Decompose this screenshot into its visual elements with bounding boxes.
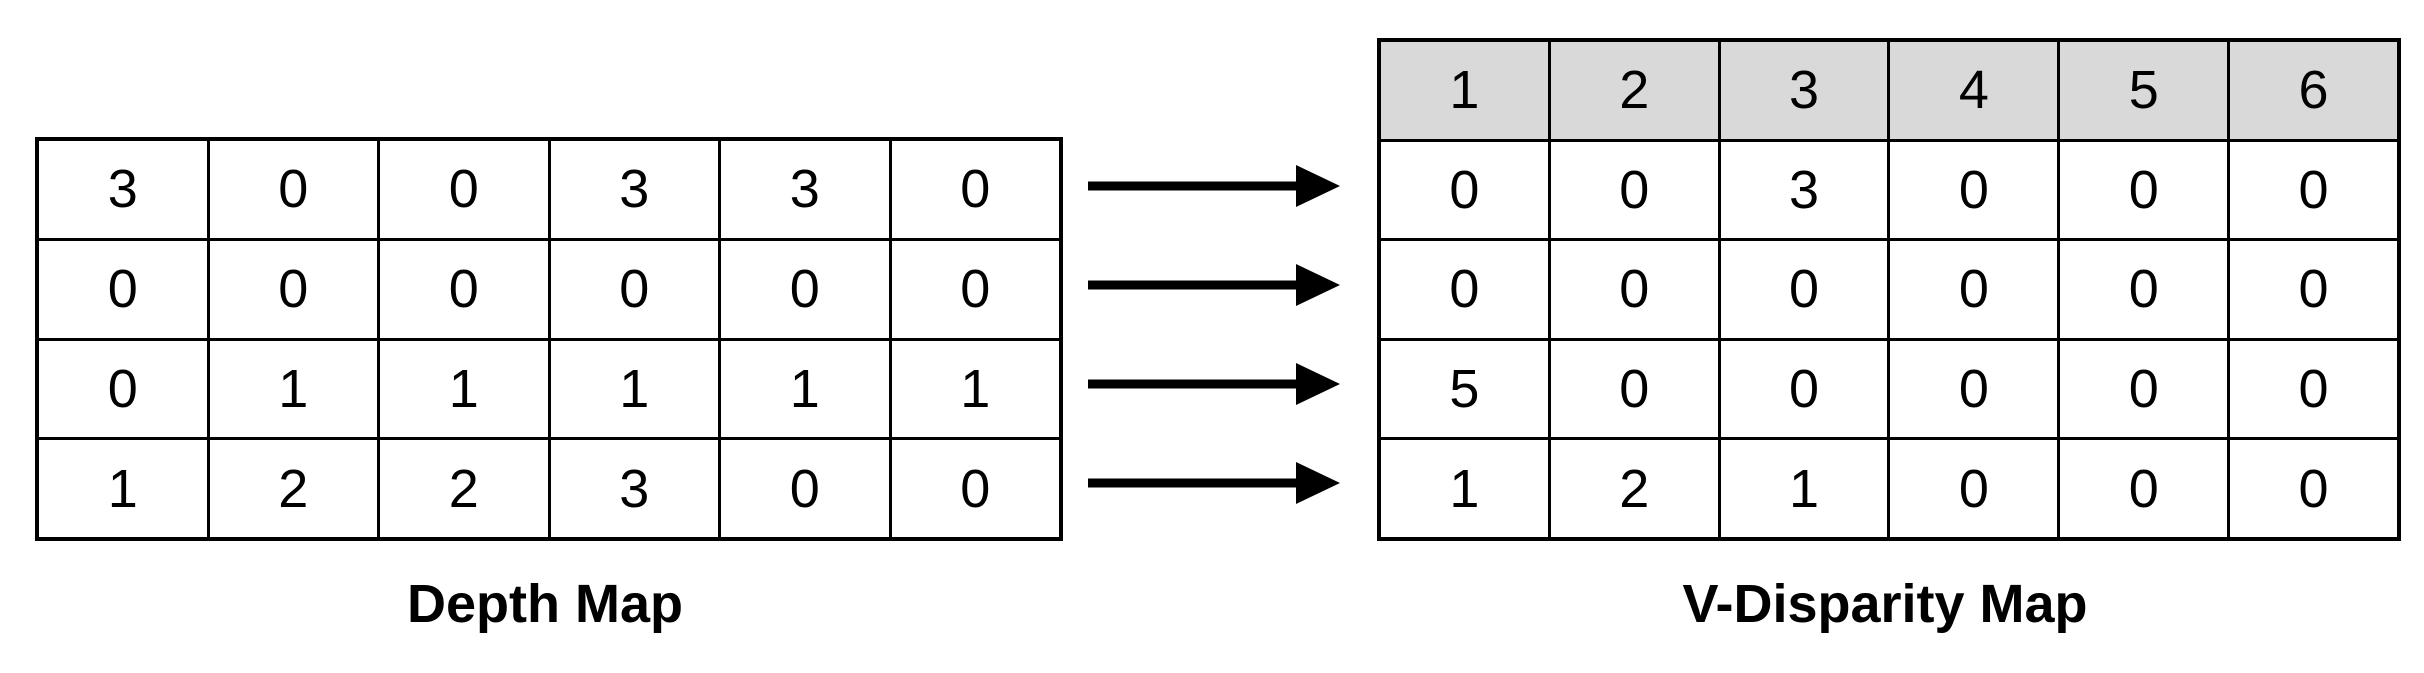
arrow-right-icon	[1088, 363, 1340, 405]
v-disparity-cell: 1	[1381, 440, 1548, 537]
v-disparity-cell: 0	[1550, 340, 1718, 438]
depth-map-cell: 3	[550, 141, 718, 238]
arrow-shaft	[1088, 280, 1300, 290]
arrow-head	[1296, 264, 1340, 306]
depth-map-cell: 0	[209, 240, 377, 338]
arrow-shaft	[1088, 379, 1300, 389]
v-disparity-map-caption: V-Disparity Map	[1682, 574, 2088, 634]
depth-map-cell: 0	[891, 440, 1059, 537]
v-disparity-header-cell: 3	[1720, 42, 1888, 139]
v-disparity-map-table: 1 2 3 4 5 6 0 0 3 0 0 0 0 0 0 0 0 0 5 0 …	[1377, 38, 2401, 541]
v-disparity-cell: 0	[1890, 241, 2058, 338]
v-disparity-cell: 0	[1381, 141, 1548, 239]
depth-map-cell: 2	[380, 440, 548, 537]
v-disparity-cell: 0	[2060, 440, 2228, 537]
arrow-head	[1296, 462, 1340, 504]
arrow-right-icon	[1088, 165, 1340, 207]
depth-map-cell: 0	[891, 240, 1059, 338]
depth-map-table: 3 0 0 3 3 0 0 0 0 0 0 0 0 1 1 1 1 1 1 2 …	[35, 137, 1063, 541]
v-disparity-cell: 0	[1890, 440, 2058, 537]
depth-map-cell: 0	[380, 141, 548, 238]
v-disparity-cell: 0	[1890, 141, 2058, 239]
depth-map-cell: 0	[891, 141, 1059, 238]
depth-map-cell: 0	[39, 240, 207, 338]
v-disparity-cell: 3	[1720, 141, 1888, 239]
arrow-head	[1296, 363, 1340, 405]
depth-map-cell: 2	[209, 440, 377, 537]
depth-map-cell: 1	[721, 340, 889, 438]
v-disparity-cell: 5	[1381, 340, 1548, 438]
v-disparity-header-cell: 4	[1890, 42, 2058, 139]
depth-map-cell: 3	[721, 141, 889, 238]
depth-map-cell: 0	[721, 440, 889, 537]
arrow-right-icon	[1088, 264, 1340, 306]
v-disparity-cell: 0	[2230, 440, 2397, 537]
v-disparity-header-cell: 1	[1381, 42, 1548, 139]
depth-map-cell: 0	[39, 340, 207, 438]
depth-map-cell: 1	[550, 340, 718, 438]
depth-map-cell: 3	[550, 440, 718, 537]
v-disparity-cell: 0	[1720, 340, 1888, 438]
arrow-shaft	[1088, 478, 1300, 488]
v-disparity-cell: 0	[2230, 340, 2397, 438]
arrow-shaft	[1088, 181, 1300, 191]
v-disparity-cell: 1	[1720, 440, 1888, 537]
v-disparity-cell: 0	[2230, 141, 2397, 239]
v-disparity-header-cell: 2	[1550, 42, 1718, 139]
v-disparity-header-cell: 6	[2230, 42, 2397, 139]
v-disparity-cell: 0	[2230, 241, 2397, 338]
v-disparity-cell: 0	[1381, 241, 1548, 338]
depth-map-cell: 1	[39, 440, 207, 537]
v-disparity-header-cell: 5	[2060, 42, 2228, 139]
v-disparity-cell: 0	[1890, 340, 2058, 438]
v-disparity-cell: 0	[1720, 241, 1888, 338]
depth-map-caption: Depth Map	[407, 574, 683, 634]
v-disparity-cell: 0	[1550, 241, 1718, 338]
depth-map-cell: 1	[380, 340, 548, 438]
depth-map-cell: 0	[380, 240, 548, 338]
v-disparity-cell: 0	[2060, 340, 2228, 438]
v-disparity-cell: 2	[1550, 440, 1718, 537]
arrow-head	[1296, 165, 1340, 207]
depth-map-cell: 0	[550, 240, 718, 338]
depth-map-cell: 1	[209, 340, 377, 438]
depth-map-cell: 1	[891, 340, 1059, 438]
depth-map-cell: 3	[39, 141, 207, 238]
depth-map-cell: 0	[209, 141, 377, 238]
depth-map-cell: 0	[721, 240, 889, 338]
v-disparity-cell: 0	[2060, 141, 2228, 239]
v-disparity-cell: 0	[2060, 241, 2228, 338]
v-disparity-cell: 0	[1550, 141, 1718, 239]
arrow-right-icon	[1088, 462, 1340, 504]
